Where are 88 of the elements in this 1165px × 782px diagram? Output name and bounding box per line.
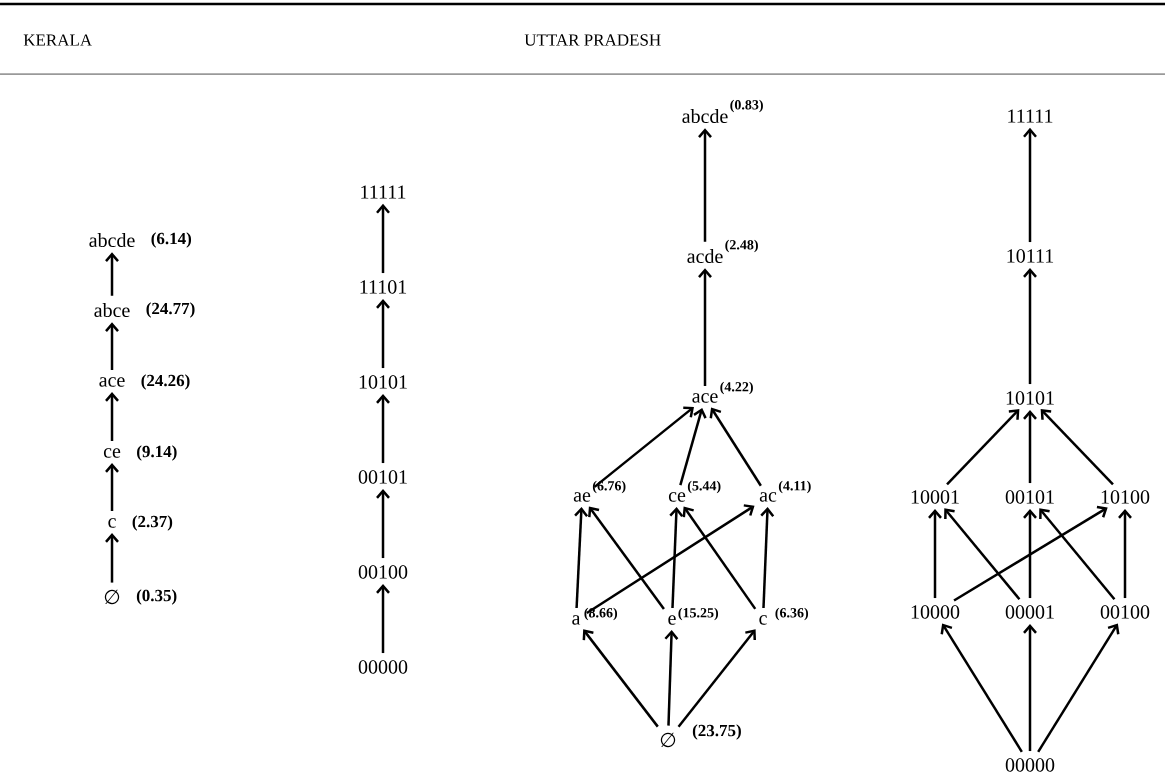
set-label: e xyxy=(668,615,676,625)
column-heading: KERALA xyxy=(23,34,93,46)
value-label: (15.25) xyxy=(678,607,719,621)
arrow xyxy=(709,407,762,487)
arrow xyxy=(376,203,390,274)
arrow xyxy=(574,507,589,609)
set-label: c xyxy=(759,615,767,625)
arrow xyxy=(586,504,755,615)
value-label: (5.44) xyxy=(687,480,721,494)
arrow xyxy=(105,463,119,511)
arrow xyxy=(760,507,775,609)
arrow xyxy=(1037,623,1120,753)
value-label: (23.75) xyxy=(692,724,741,740)
value-label: (6.76) xyxy=(592,480,626,494)
arrow xyxy=(669,507,684,609)
arrow xyxy=(105,252,119,296)
arrow xyxy=(664,630,679,726)
set-label: ae xyxy=(573,492,591,502)
arrow xyxy=(1040,409,1114,486)
arrow xyxy=(376,298,390,369)
value-label: (4.22) xyxy=(720,381,753,395)
set-label: c xyxy=(108,518,116,528)
arrow xyxy=(593,406,694,488)
set-label: 10000 xyxy=(911,605,960,619)
arrow xyxy=(1023,508,1037,599)
arrow xyxy=(940,623,1023,753)
value-label: (24.26) xyxy=(141,374,190,390)
arrow xyxy=(677,629,756,728)
set-label: 10001 xyxy=(911,490,959,504)
value-label: (2.37) xyxy=(132,515,173,531)
value-label: (0.83) xyxy=(730,99,763,113)
set-label: abcde xyxy=(682,108,728,124)
set-label: 00000 xyxy=(358,660,408,674)
value-label: (24.77) xyxy=(146,302,195,318)
value-label: (6.14) xyxy=(151,232,192,248)
set-label: 11111 xyxy=(361,185,406,199)
arrow xyxy=(682,506,757,610)
set-label: abce xyxy=(94,302,130,318)
value-label: (2.48) xyxy=(725,239,758,253)
value-label: (4.11) xyxy=(778,480,811,494)
value-label: (6.36) xyxy=(775,607,809,621)
arrow xyxy=(946,409,1020,486)
arrow xyxy=(698,268,712,386)
arrow xyxy=(1023,127,1037,243)
set-label: acde xyxy=(687,248,723,264)
set-label: ∅ xyxy=(104,589,120,605)
value-label: (8.66) xyxy=(584,607,618,621)
arrow xyxy=(698,128,712,242)
set-label: 10111 xyxy=(1007,249,1054,263)
arrow xyxy=(588,506,665,610)
set-label: ac xyxy=(759,492,777,502)
set-label: 10100 xyxy=(1101,490,1150,504)
arrow xyxy=(105,392,119,441)
arrow xyxy=(582,629,659,728)
set-label: ce xyxy=(103,448,121,458)
set-label: a xyxy=(572,615,581,625)
set-label: ce xyxy=(668,492,686,502)
set-label: 00100 xyxy=(358,565,408,579)
set-label: ∅ xyxy=(660,732,676,748)
arrow xyxy=(376,583,390,654)
set-label: 00100 xyxy=(1100,605,1150,619)
set-label: abcde xyxy=(89,232,135,248)
arrow xyxy=(1023,623,1037,752)
set-label: ace xyxy=(692,393,718,403)
arrow xyxy=(928,508,942,599)
set-label: 00101 xyxy=(1005,490,1054,504)
arrow xyxy=(1118,508,1132,599)
arrow xyxy=(376,393,390,464)
arrow xyxy=(953,505,1108,602)
set-label: 00101 xyxy=(358,470,407,484)
set-label: 11111 xyxy=(1008,109,1053,123)
arrow xyxy=(679,407,707,486)
set-label: 00001 xyxy=(1005,605,1054,619)
set-label: 10101 xyxy=(359,375,407,389)
value-label: (0.35) xyxy=(136,589,177,605)
set-label: 00000 xyxy=(1005,758,1055,772)
set-label: ace xyxy=(99,377,125,387)
value-label: (9.14) xyxy=(137,445,177,461)
arrow xyxy=(1023,409,1037,484)
arrow xyxy=(1039,508,1116,600)
set-label: 10101 xyxy=(1006,391,1054,405)
arrow xyxy=(105,533,119,583)
arrow xyxy=(105,322,119,370)
column-heading: UTTAR PRADESH xyxy=(524,34,661,46)
set-label: 11101 xyxy=(360,280,407,294)
arrow xyxy=(376,488,390,559)
arrow xyxy=(1023,267,1037,385)
arrow xyxy=(944,508,1021,600)
